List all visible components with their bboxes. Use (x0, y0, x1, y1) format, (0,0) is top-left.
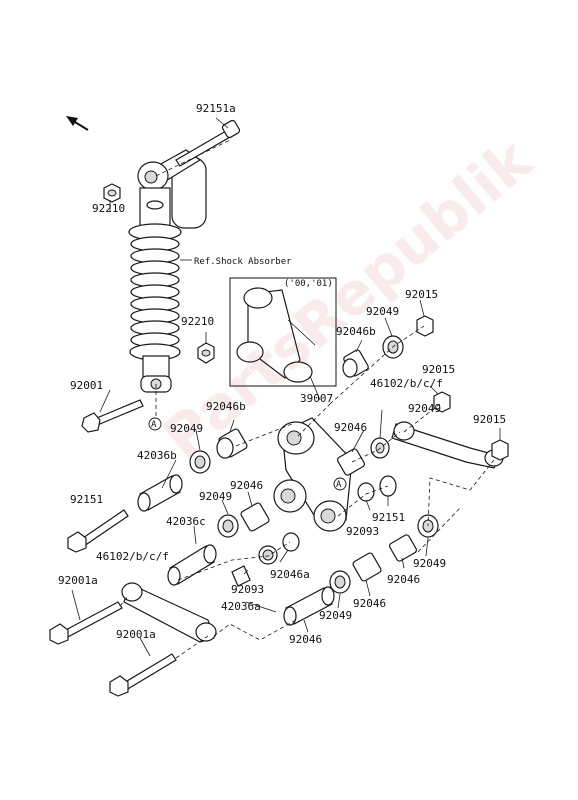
label-92015-2: 92015 (422, 363, 456, 376)
label-92049-1: 92049 (366, 305, 400, 318)
marker-a-1: A (151, 420, 157, 430)
sleeve-42036b-drawing (137, 474, 183, 512)
collar-92093-2-drawing (231, 565, 251, 587)
washer-92049-3-drawing (189, 450, 211, 474)
label-92046b-2: 92046b (206, 400, 246, 413)
collar-92046-2-drawing (240, 502, 270, 532)
washer-92093-1-drawing (258, 545, 278, 565)
collar-92046a-drawing (282, 532, 300, 552)
collar-92046b-2-drawing (216, 428, 248, 459)
label-42036a: 42036a (221, 600, 261, 613)
label-92046-3: 92046 (387, 573, 421, 586)
sleeve-42036a-drawing (283, 586, 335, 626)
label-years: ('00,'01) (284, 279, 333, 289)
label-92001: 92001 (70, 379, 104, 392)
label-92001a-2: 92001a (116, 628, 156, 641)
label-42036c: 42036c (166, 515, 206, 528)
bolt-92151-left-drawing (67, 509, 129, 553)
label-46102-bottom: 46102/b/c/f (96, 550, 169, 563)
label-92046-1: 92046 (334, 421, 368, 434)
washer-92049-4-drawing (217, 514, 239, 538)
collar-92046-3-drawing (388, 534, 418, 562)
nut-92210-mid-drawing (197, 342, 215, 364)
label-92015-1: 92015 (405, 288, 439, 301)
label-92093-2: 92093 (231, 583, 265, 596)
bolt-92001a-2-drawing (109, 653, 177, 697)
label-92001a-1: 92001a (58, 574, 98, 587)
nut-92015-2-drawing (433, 391, 451, 413)
label-92049-5: 92049 (413, 557, 447, 570)
label-92151-left: 92151 (70, 493, 104, 506)
label-92015-3: 92015 (473, 413, 507, 426)
label-92046a: 92046a (270, 568, 310, 581)
bolt-92151a-drawing (175, 119, 241, 167)
label-92046b-1: 92046b (336, 325, 376, 338)
label-92046-5: 92046 (289, 633, 323, 646)
nut-92210-top-drawing (103, 183, 121, 203)
label-92151-right: 92151 (372, 511, 406, 524)
label-92049-3: 92049 (170, 422, 204, 435)
washer-92049-6-drawing (329, 570, 351, 594)
marker-a-2: A (336, 480, 342, 490)
front-arrow-icon (66, 116, 89, 131)
label-92049-2: 92049 (408, 402, 442, 415)
label-92046-4: 92046 (353, 597, 387, 610)
bolt-92001-drawing (81, 399, 144, 433)
label-92151a: 92151a (196, 102, 236, 115)
bolt-92001a-1-drawing (49, 601, 123, 645)
collar-92046-4-drawing (352, 552, 382, 582)
label-92049-6: 92049 (319, 609, 353, 622)
label-92210-top: 92210 (92, 202, 126, 215)
inset-box-drawing (229, 277, 337, 387)
nut-92015-1-drawing (416, 315, 434, 337)
marker-a-circles (148, 417, 347, 491)
label-ref-shock-absorber: Ref.Shock Absorber (194, 257, 292, 267)
label-39007: 39007 (300, 392, 334, 405)
shock-absorber-drawing (128, 149, 207, 393)
link-46102-bottom-drawing (121, 582, 217, 643)
link-46102-top-drawing (391, 421, 504, 469)
collar-92046b-1-drawing (342, 349, 369, 378)
nut-92015-3-drawing (491, 439, 509, 461)
label-92093-1: 92093 (346, 525, 380, 538)
sleeve-42036c-drawing (167, 544, 217, 586)
label-92049-4: 92049 (199, 490, 233, 503)
label-92210-mid: 92210 (181, 315, 215, 328)
rocker-arm-39007-drawing (273, 417, 353, 532)
label-46102-top: 46102/b/c/f (370, 377, 443, 390)
label-92046-2: 92046 (230, 479, 264, 492)
label-42036b: 42036b (137, 449, 177, 462)
leader-lines (71, 117, 501, 659)
collar-92046-1-drawing (336, 448, 366, 476)
